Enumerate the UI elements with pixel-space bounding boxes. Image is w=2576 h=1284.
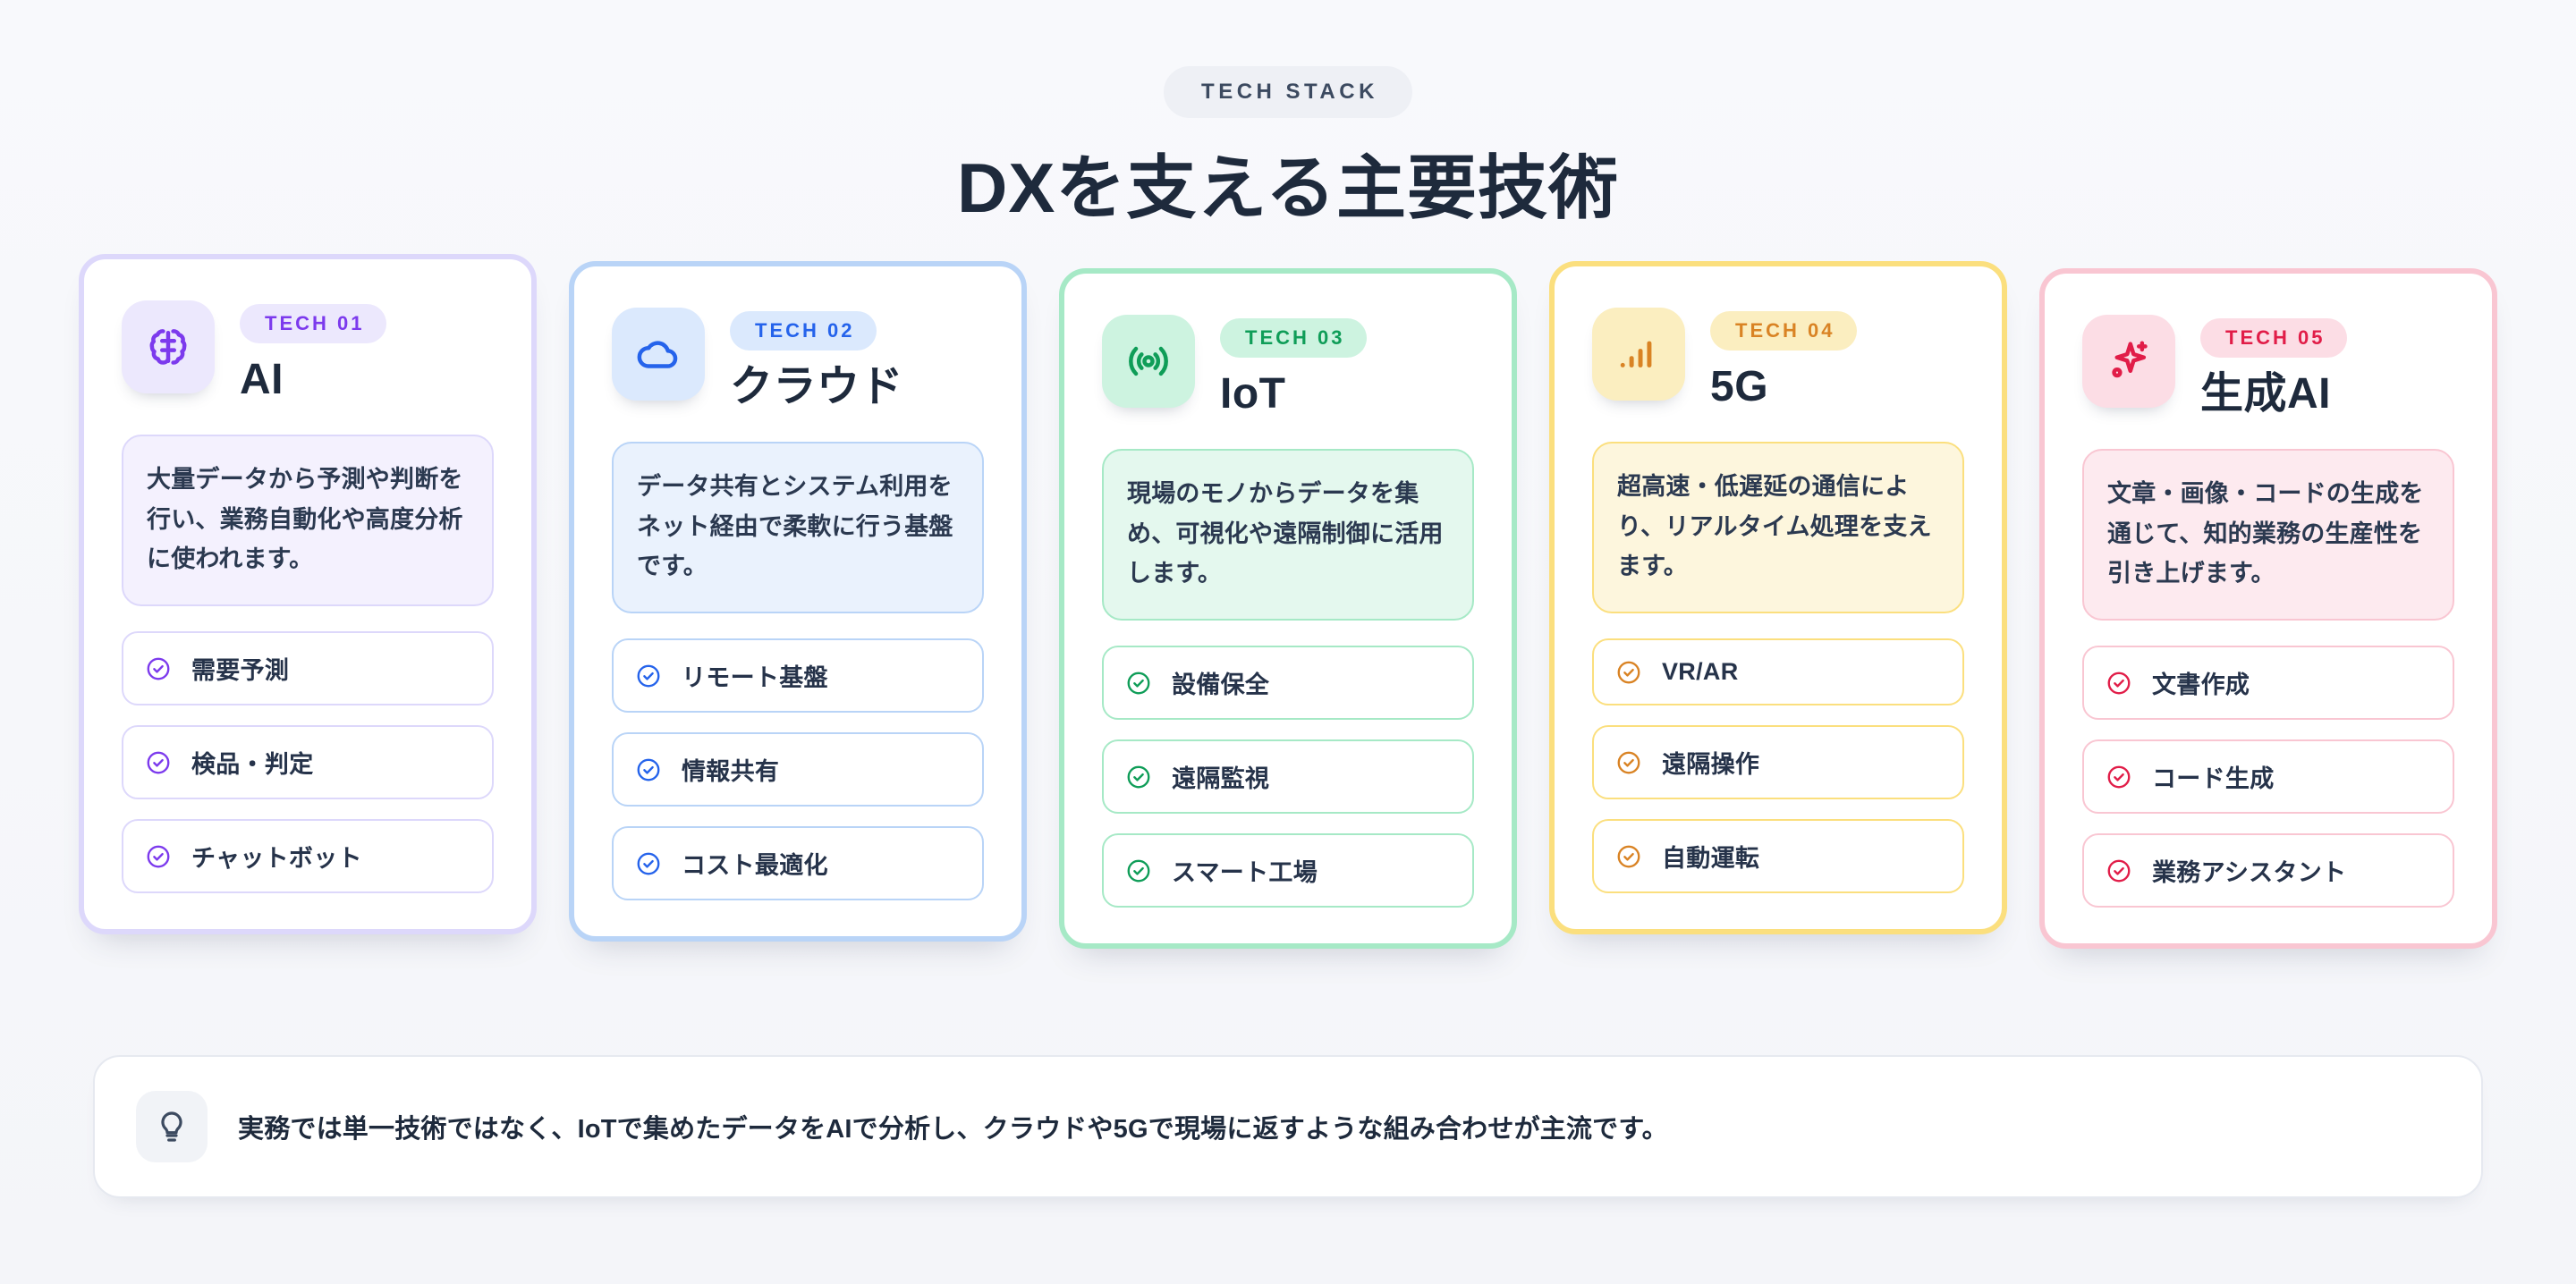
tech-tag-list: 文書作成コード生成業務アシスタント	[2082, 646, 2454, 908]
card-header: TECH 05 生成AI	[2082, 315, 2454, 418]
card-header-text: TECH 01 AI	[240, 300, 387, 404]
tech-card-1[interactable]: TECH 01 AI 大量データから予測や判断を行い、業務自動化や高度分析に使われま…	[79, 254, 537, 935]
tech-card-2[interactable]: TECH 02 クラウドデータ共有とシステム利用をネット経由で柔軟に行う基盤です。…	[569, 261, 1027, 942]
tech-tag[interactable]: VR/AR	[1592, 638, 1964, 706]
tech-tag[interactable]: 自動運転	[1592, 819, 1964, 894]
footnote-banner: 実務では単一技術ではなく、IoTで集めたデータをAIで分析し、クラウドや5Gで現…	[93, 1055, 2483, 1198]
tech-tag-label: 情報共有	[682, 758, 780, 786]
eyebrow-badge: TECH STACK	[1164, 66, 1412, 118]
tech-tag-label: 検品・判定	[191, 751, 314, 779]
lightbulb-icon	[136, 1091, 208, 1162]
tech-tag[interactable]: 文書作成	[2082, 646, 2454, 721]
card-header-text: TECH 04 5G	[1710, 308, 1858, 411]
cloud-icon	[612, 308, 705, 401]
card-header-text: TECH 03 IoT	[1220, 315, 1368, 418]
check-circle-icon	[145, 843, 172, 870]
tech-tag-label: 需要予測	[191, 657, 290, 685]
page-title: DXを支える主要技術	[956, 148, 1619, 227]
tech-number-badge: TECH 05	[2200, 318, 2348, 358]
card-title: クラウド	[730, 363, 904, 410]
tech-tag-list: VR/AR 遠隔操作自動運転	[1592, 638, 1964, 894]
tech-tag-label: 文書作成	[2152, 672, 2250, 699]
check-circle-icon	[635, 756, 662, 783]
check-circle-icon	[1125, 764, 1152, 790]
tech-tag[interactable]: 遠隔操作	[1592, 725, 1964, 800]
tech-number-badge: TECH 01	[240, 304, 387, 343]
tech-tag-label: スマート工場	[1172, 859, 1318, 887]
tech-tag[interactable]: 遠隔監視	[1102, 739, 1474, 815]
tech-tag[interactable]: 情報共有	[612, 732, 984, 807]
card-header-text: TECH 05 生成AI	[2200, 315, 2348, 418]
tech-tag[interactable]: 検品・判定	[122, 725, 494, 800]
sparkle-icon	[2082, 315, 2175, 408]
check-circle-icon	[1615, 749, 1642, 776]
check-circle-icon	[1615, 659, 1642, 686]
tech-tag-label: チャットボット	[191, 845, 362, 873]
tech-tag-list: 設備保全遠隔監視スマート工場	[1102, 646, 1474, 908]
tech-tag[interactable]: 業務アシスタント	[2082, 833, 2454, 908]
tech-tag[interactable]: コスト最適化	[612, 826, 984, 901]
check-circle-icon	[145, 749, 172, 776]
check-circle-icon	[2106, 764, 2132, 790]
tech-tag-label: コード生成	[2152, 765, 2275, 793]
tech-tag[interactable]: 設備保全	[1102, 646, 1474, 721]
check-circle-icon	[1125, 670, 1152, 697]
tech-tag-label: 設備保全	[1172, 672, 1270, 699]
signal-wave-icon	[1102, 315, 1195, 408]
signal-bars-icon	[1592, 308, 1685, 401]
card-description: データ共有とシステム利用をネット経由で柔軟に行う基盤です。	[612, 441, 984, 614]
brain-icon	[122, 300, 215, 393]
tech-tag-list: 需要予測検品・判定チャットボット	[122, 631, 494, 894]
card-header-text: TECH 02 クラウド	[730, 308, 903, 411]
tech-tag-label: 遠隔監視	[1172, 765, 1270, 793]
footnote-text: 実務では単一技術ではなく、IoTで集めたデータをAIで分析し、クラウドや5Gで現…	[238, 1115, 1668, 1144]
card-header: TECH 04 5G	[1592, 308, 1964, 411]
check-circle-icon	[2106, 670, 2132, 697]
card-title: AI	[240, 356, 284, 403]
tech-tag-label: 遠隔操作	[1662, 751, 1760, 779]
card-title: IoT	[1220, 370, 1286, 418]
card-header: TECH 03 IoT	[1102, 315, 1474, 418]
tech-tag[interactable]: チャットボット	[122, 819, 494, 894]
check-circle-icon	[2106, 857, 2132, 884]
tech-number-badge: TECH 02	[730, 311, 877, 351]
tech-number-badge: TECH 03	[1220, 318, 1368, 358]
tech-tag[interactable]: 需要予測	[122, 631, 494, 706]
card-title: 5G	[1710, 363, 1769, 410]
card-title: 生成AI	[2200, 370, 2332, 418]
tech-tag[interactable]: コード生成	[2082, 739, 2454, 815]
tech-tag-label: VR/AR	[1662, 658, 1739, 686]
check-circle-icon	[635, 850, 662, 877]
tech-tag-label: コスト最適化	[682, 852, 828, 880]
tech-number-badge: TECH 04	[1710, 311, 1858, 351]
tech-card-3[interactable]: TECH 03 IoT 現場のモノからデータを集め、可視化や遠隔制御に活用します。設…	[1059, 268, 1517, 950]
check-circle-icon	[635, 663, 662, 689]
tech-tag-list: リモート基盤情報共有コスト最適化	[612, 638, 984, 901]
page-header: TECH STACK DXを支える主要技術	[0, 0, 2576, 227]
card-description: 大量データから予測や判断を行い、業務自動化や高度分析に使われます。	[122, 434, 494, 607]
tech-tag[interactable]: スマート工場	[1102, 833, 1474, 908]
check-circle-icon	[145, 655, 172, 682]
tech-tag[interactable]: リモート基盤	[612, 638, 984, 714]
card-description: 現場のモノからデータを集め、可視化や遠隔制御に活用します。	[1102, 448, 1474, 621]
tech-tag-label: 自動運転	[1662, 845, 1760, 873]
card-header: TECH 01 AI	[122, 300, 494, 404]
tech-tag-label: リモート基盤	[682, 664, 828, 692]
tech-cards-row: TECH 01 AI 大量データから予測や判断を行い、業務自動化や高度分析に使われま…	[0, 254, 2576, 950]
card-description: 超高速・低遅延の通信により、リアルタイム処理を支えます。	[1592, 441, 1964, 614]
card-description: 文章・画像・コードの生成を通じて、知的業務の生産性を引き上げます。	[2082, 448, 2454, 621]
tech-tag-label: 業務アシスタント	[2152, 859, 2347, 887]
check-circle-icon	[1615, 843, 1642, 870]
tech-card-4[interactable]: TECH 04 5G 超高速・低遅延の通信により、リアルタイム処理を支えます。 VR/…	[1549, 261, 2007, 935]
card-header: TECH 02 クラウド	[612, 308, 984, 411]
check-circle-icon	[1125, 857, 1152, 884]
tech-card-5[interactable]: TECH 05 生成AI 文章・画像・コードの生成を通じて、知的業務の生産性を引き上…	[2039, 268, 2497, 950]
